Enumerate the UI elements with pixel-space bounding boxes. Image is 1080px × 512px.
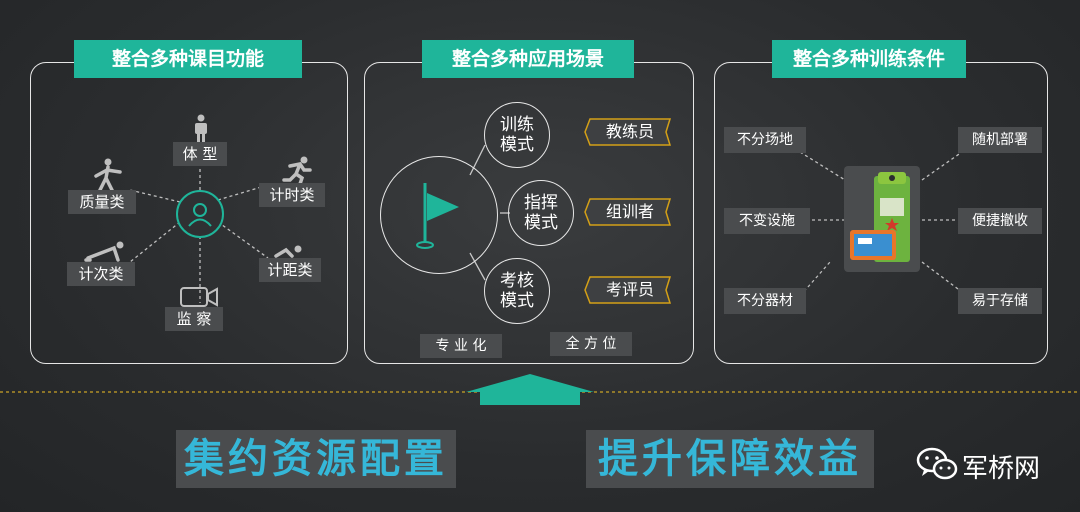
cond-easy-store: 易于存储 bbox=[958, 288, 1042, 314]
role-examiner-label: 考评员 bbox=[605, 280, 654, 299]
role-organizer: 组训者 bbox=[584, 198, 676, 226]
role-organizer-label: 组训者 bbox=[605, 202, 654, 221]
slogan-integrate-resources: 集约资源配置 bbox=[176, 430, 456, 488]
footer-professional: 专 业 化 bbox=[420, 334, 502, 358]
label-quality: 质量类 bbox=[68, 190, 136, 214]
device-icon bbox=[844, 166, 920, 272]
role-coach-label: 教练员 bbox=[605, 122, 654, 141]
running-icon bbox=[282, 156, 312, 184]
flag-icon bbox=[416, 183, 459, 249]
cond-random-deploy: 随机部署 bbox=[958, 127, 1042, 153]
footer-comprehensive: 全 方 位 bbox=[550, 332, 632, 356]
panel-subjects-title: 整合多种课目功能 bbox=[74, 40, 302, 78]
role-examiner: 考评员 bbox=[584, 276, 676, 304]
wechat-icon bbox=[916, 447, 958, 480]
user-circle bbox=[176, 190, 224, 238]
cond-easy-withdraw: 便捷撤收 bbox=[958, 208, 1042, 234]
label-monitor: 监 察 bbox=[165, 307, 223, 331]
user-icon bbox=[188, 203, 212, 227]
role-coach: 教练员 bbox=[584, 118, 676, 146]
mode-command: 指挥 模式 bbox=[508, 180, 574, 246]
label-timing: 计时类 bbox=[259, 183, 325, 207]
pushup-icon bbox=[84, 241, 124, 262]
cond-no-site: 不分场地 bbox=[724, 127, 806, 153]
label-distance: 计距类 bbox=[259, 258, 321, 282]
panel-conditions-title: 整合多种训练条件 bbox=[772, 40, 966, 78]
flag-circle bbox=[380, 156, 498, 274]
body-icon bbox=[195, 114, 207, 143]
strength-icon bbox=[94, 158, 122, 192]
mode-training: 训练 模式 bbox=[484, 102, 550, 168]
cond-no-facility: 不变设施 bbox=[724, 208, 810, 234]
cond-no-equipment: 不分器材 bbox=[724, 288, 806, 314]
camera-icon bbox=[180, 287, 218, 307]
brand-name: 军桥网 bbox=[962, 454, 1041, 484]
slogan-improve-efficiency: 提升保障效益 bbox=[586, 430, 874, 488]
label-body-type: 体 型 bbox=[173, 142, 227, 166]
mode-assessment: 考核 模式 bbox=[484, 258, 550, 324]
panel-scenarios-title: 整合多种应用场景 bbox=[422, 40, 634, 78]
label-count: 计次类 bbox=[67, 262, 135, 286]
